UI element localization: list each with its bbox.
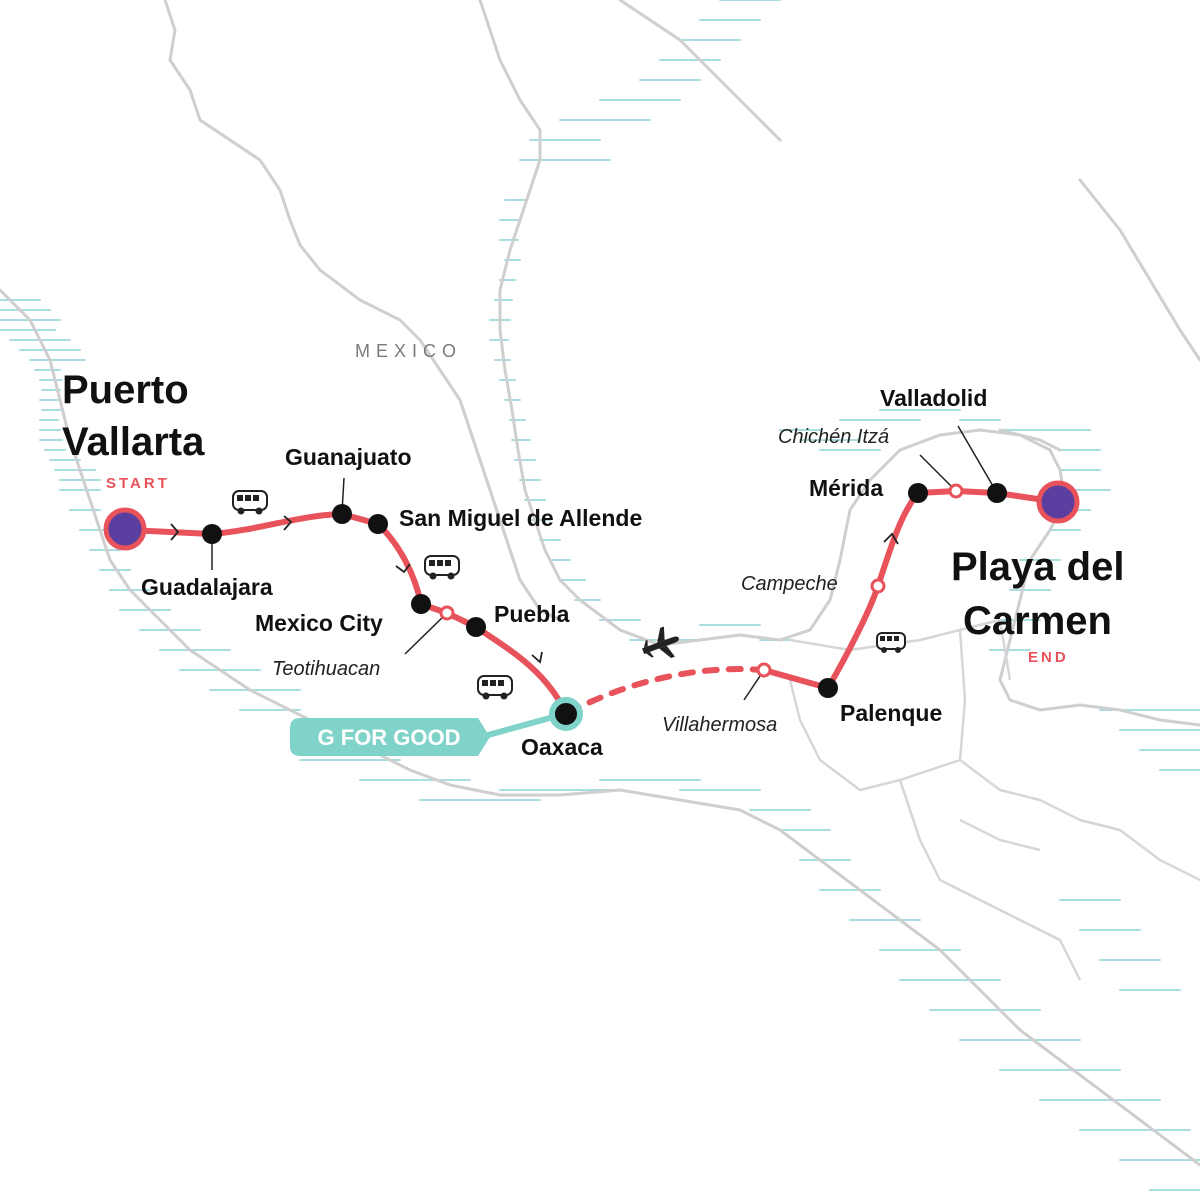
start-marker[interactable] [103,507,147,551]
label-teotihuacan: Teotihuacan [272,658,380,680]
sight-marker-villahermosa[interactable] [756,662,772,678]
end-tag: END [1028,649,1069,666]
label-villahermosa: Villahermosa [662,714,777,736]
start-city-line1: Puerto [62,368,189,412]
stop-marker-palenque[interactable] [818,678,838,698]
stop-marker-mexico-city[interactable] [411,594,431,614]
end-marker[interactable] [1036,480,1080,524]
transport-icons [232,490,906,700]
label-guanajuato: Guanajuato [285,444,412,470]
start-tag: START [106,475,170,492]
stop-markers [103,480,1080,731]
label-mexico-city: Mexico City [255,610,383,636]
country-label: MEXICO [355,341,462,361]
sight-marker-campeche[interactable] [870,578,886,594]
g-for-good-label: G FOR GOOD [318,725,461,750]
label-merida: Mérida [809,475,883,501]
end-city-line2: Carmen [963,599,1112,643]
stop-marker-san-miguel[interactable] [368,514,388,534]
sight-marker-chichen-itza[interactable] [948,483,964,499]
bus-icon [876,632,906,653]
label-campeche: Campeche [741,573,838,595]
label-san-miguel: San Miguel de Allende [399,505,642,531]
label-oaxaca: Oaxaca [521,734,603,760]
end-city-line1: Playa del [951,545,1124,589]
bus-icon [477,675,513,700]
label-palenque: Palenque [840,700,942,726]
label-guadalajara: Guadalajara [141,574,273,600]
map-labels: MEXICO Puerto Vallarta START Playa del C… [62,341,1124,760]
country-borders [788,618,1200,981]
plane-icon [642,626,679,658]
g-for-good-badge[interactable]: G FOR GOOD [290,718,490,756]
stop-marker-valladolid[interactable] [987,483,1007,503]
stop-marker-guanajuato[interactable] [332,504,352,524]
direction-arrows [170,515,899,664]
stop-marker-merida[interactable] [908,483,928,503]
sight-marker-teotihuacan[interactable] [439,605,455,621]
bus-icon [424,555,460,580]
label-puebla: Puebla [494,601,570,627]
label-chichen-itza: Chichén Itzá [778,426,889,448]
bus-icon [232,490,268,515]
label-valladolid: Valladolid [880,385,987,411]
stop-marker-guadalajara[interactable] [202,524,222,544]
route-segment-flight [565,666,767,716]
stop-marker-puebla[interactable] [466,617,486,637]
stop-marker-oaxaca[interactable] [549,697,583,731]
route-segment-west [125,511,569,716]
start-city-line2: Vallarta [62,420,205,464]
